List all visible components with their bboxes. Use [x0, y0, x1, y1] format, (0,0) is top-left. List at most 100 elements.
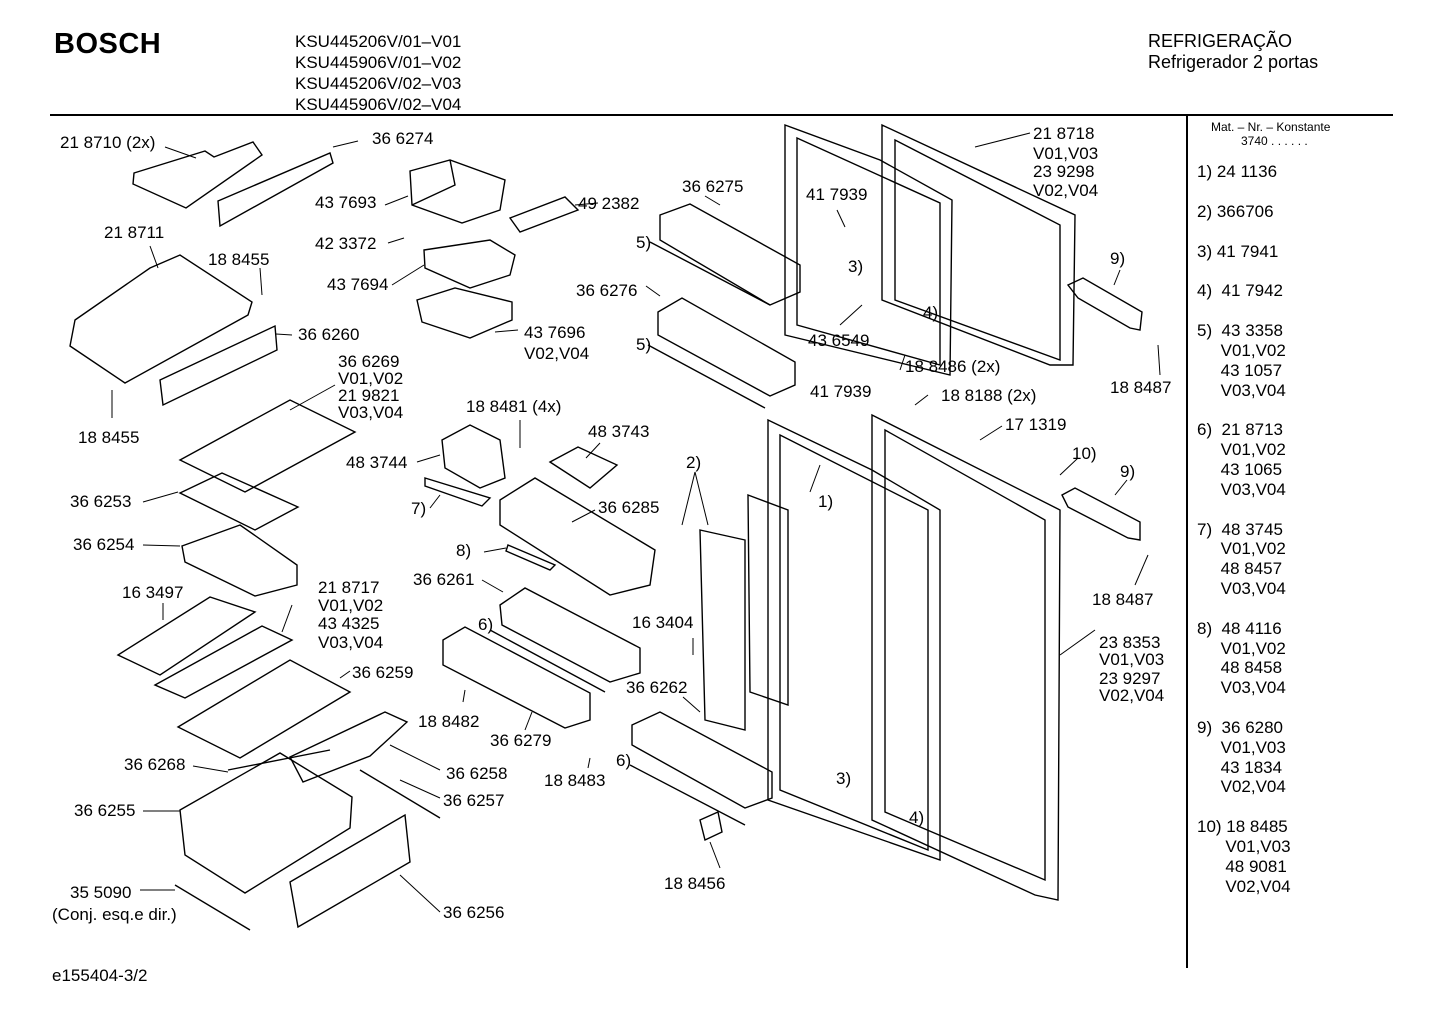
callout-label: 5): [636, 335, 651, 354]
strip-part: [227, 749, 331, 771]
shelf-mat-part: [132, 141, 263, 209]
legend-entry: 3) 41 7941: [1197, 242, 1291, 262]
callout-label: 23 9297: [1099, 669, 1160, 688]
legend-line: 9) 36 6280: [1197, 717, 1284, 737]
callout-label: 4): [923, 303, 938, 322]
legend-line: V01,V03: [1197, 737, 1286, 757]
callout-label: 3): [848, 257, 863, 276]
callout-label: 36 6262: [626, 678, 687, 697]
tray-part-2: [181, 524, 298, 597]
handle-part: [1061, 487, 1141, 541]
callout-label: 21 9821: [338, 386, 399, 405]
callout-label: 21 8717: [318, 578, 379, 597]
legend-line: V01,V03: [1197, 836, 1291, 856]
grille-part: [217, 152, 334, 228]
freezer-door-inner-part: [894, 138, 1061, 361]
door-bin-part: [499, 477, 656, 596]
callout-label: 18 8482: [418, 712, 479, 731]
tray-part: [423, 239, 516, 289]
fridge-door-inner-part: [884, 428, 1046, 882]
legend-line: V03,V04: [1197, 578, 1286, 598]
model-line: KSU445906V/01–V02: [295, 53, 462, 72]
panel-part: [159, 324, 278, 407]
part-drawings: [69, 123, 1143, 931]
legend-line: V02,V04: [1197, 876, 1291, 896]
legend-line: 4) 41 7942: [1197, 281, 1284, 301]
callout-label: 8): [456, 541, 471, 560]
callout-label: V02,V04: [524, 344, 589, 363]
legend-entry: 9) 36 6280 V01,V03 43 1834 V02,V04: [1197, 718, 1291, 797]
bracket-part: [178, 472, 300, 531]
callout-label: 43 7693: [315, 193, 376, 212]
legend-line: V03,V04: [1197, 678, 1286, 698]
legend-line: 48 8458: [1197, 658, 1283, 678]
legend-entry: 2) 366706: [1197, 202, 1291, 222]
grid-shelf-part: [116, 596, 257, 676]
door-shelf-part: [659, 203, 801, 306]
callout-label: V03,V04: [318, 633, 383, 652]
gasket-part: [784, 123, 953, 376]
callout-label: 36 6275: [682, 177, 743, 196]
callout-label: 36 6261: [413, 570, 474, 589]
bottle-rack-part: [442, 626, 591, 729]
callout-label: 18 8487: [1110, 378, 1171, 397]
legend-line: 5) 43 3358: [1197, 321, 1284, 341]
brand-logo: BOSCH: [54, 28, 162, 60]
header-divider: [50, 114, 1393, 116]
frame-part: [153, 625, 294, 699]
model-line: KSU445206V/01–V01: [295, 32, 462, 51]
callout-label: 18 8456: [664, 874, 725, 893]
callout-label: V01,V02: [318, 596, 383, 615]
callout-label: 36 6274: [372, 129, 433, 148]
legend-line: V02,V04: [1197, 777, 1286, 797]
gasket-inner-part: [779, 433, 929, 852]
callout-label: 21 8718: [1033, 124, 1094, 143]
freezer-door-part: [881, 123, 1076, 366]
strip-part-6: [489, 629, 606, 693]
callout-label: 23 8353: [1099, 633, 1160, 652]
glass-plate-part: [176, 659, 352, 759]
legend-entry: 4) 41 7942: [1197, 281, 1291, 301]
callout-label: V02,V04: [1099, 686, 1164, 705]
callout-label: 36 6285: [598, 498, 659, 517]
callout-label: 48 3744: [346, 453, 407, 472]
callout-label: 43 6549: [808, 331, 869, 350]
callout-label: 16 3497: [122, 583, 183, 602]
callout-label: 10): [1072, 444, 1097, 463]
strip-part-5: [649, 241, 771, 306]
legend-divider: [1186, 116, 1188, 968]
callout-label: 49 2382: [578, 194, 639, 213]
callout-label: 36 6255: [74, 801, 135, 820]
rack-panel-part: [699, 529, 746, 731]
callout-label: 36 6276: [576, 281, 637, 300]
strip-part-6: [629, 764, 746, 826]
legend-head-code: 3740 . . . . . .: [1241, 134, 1308, 148]
legend-entry: 8) 48 4116 V01,V02 48 8458 V03,V04: [1197, 619, 1291, 698]
callout-label: 2): [686, 453, 701, 472]
rail-part: [359, 769, 441, 819]
legend-line: 43 1834: [1197, 757, 1283, 777]
callout-label: 17 1319: [1005, 415, 1066, 434]
legend-line: 6) 21 8713: [1197, 420, 1284, 440]
callout-label: 41 7939: [810, 382, 871, 401]
door-shelf-part: [631, 711, 773, 809]
ice-box-part: [409, 159, 506, 224]
callout-label: 4): [909, 808, 924, 827]
door-shelf-part: [657, 297, 796, 397]
callout-label: 36 6256: [443, 903, 504, 922]
callout-label: 1): [818, 492, 833, 511]
legend-line: V03,V04: [1197, 380, 1286, 400]
legend-line: 48 9081: [1197, 856, 1287, 876]
callout-label: 43 7694: [327, 275, 388, 294]
callout-label: 18 8487: [1092, 590, 1153, 609]
legend-line: 43 1057: [1197, 360, 1283, 380]
strip-part-7: [424, 477, 492, 507]
page-title: REFRIGERAÇÃO Refrigerador 2 portas: [1148, 31, 1318, 73]
callout-label: 21 8711: [104, 223, 164, 242]
callout-label: 5): [636, 233, 651, 252]
callout-label: 18 8481 (4x): [466, 397, 561, 416]
handle-part: [1066, 277, 1143, 331]
plug-part: [699, 811, 723, 841]
